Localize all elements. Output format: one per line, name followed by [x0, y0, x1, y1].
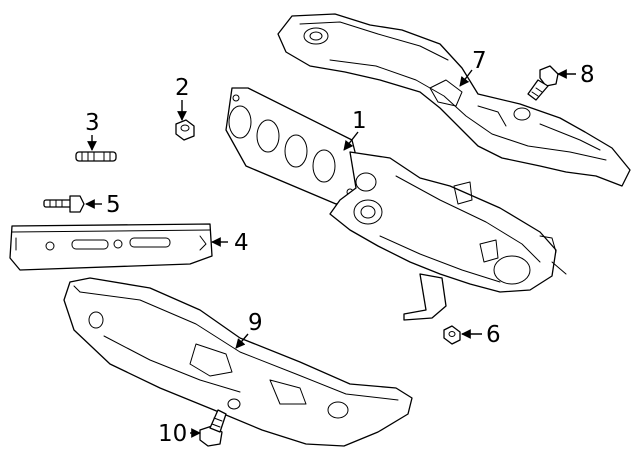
- callout-4: 4: [234, 230, 249, 256]
- upper-heat-shield: [277, 13, 631, 187]
- bolt-10: [199, 409, 227, 447]
- callout-2: 2: [175, 75, 190, 101]
- callout-5: 5: [106, 192, 121, 218]
- callout-3: 3: [85, 110, 100, 136]
- exhaust-manifold: [225, 87, 567, 321]
- bracket: [9, 223, 213, 271]
- callout-9: 9: [248, 310, 263, 336]
- bolt-5: [43, 195, 85, 213]
- callout-8: 8: [580, 62, 595, 88]
- callout-6: 6: [486, 322, 501, 348]
- callout-1: 1: [352, 108, 367, 134]
- callout-10: 10: [158, 421, 187, 447]
- lower-heat-shield: [63, 277, 413, 447]
- nut-6: [443, 325, 461, 345]
- stud-3: [75, 151, 117, 162]
- bolt-8: [527, 65, 559, 101]
- nut-2: [175, 119, 195, 141]
- leader-lines: [85, 69, 576, 438]
- callout-7: 7: [472, 48, 487, 74]
